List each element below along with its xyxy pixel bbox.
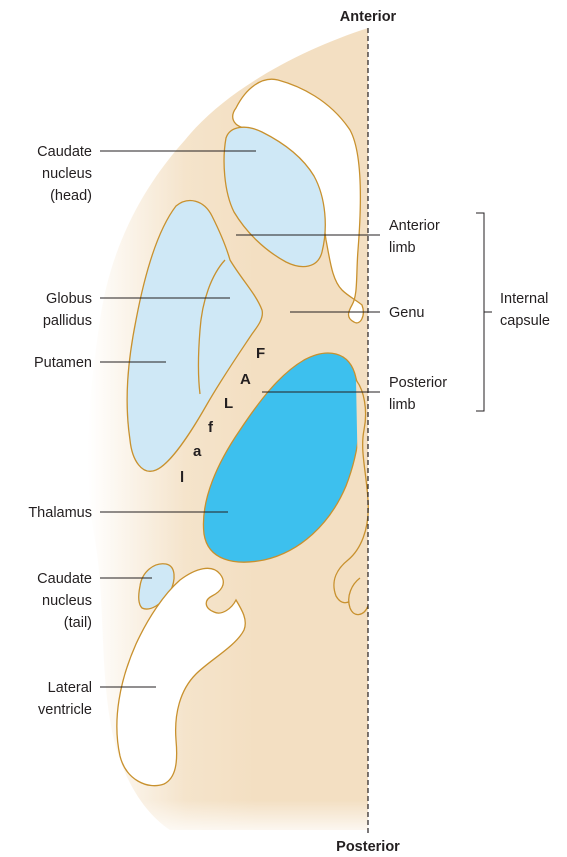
caudate-tail-label: Caudate nucleus (tail) <box>37 571 92 631</box>
svg-text:Posterior: Posterior <box>389 375 447 391</box>
fiber-letter-L: L <box>224 395 233 412</box>
fiber-letter-A: A <box>240 371 251 388</box>
globus-pallidus-label: Globus pallidus <box>43 291 92 329</box>
caudate-head-label: Caudate nucleus (head) <box>37 144 92 204</box>
anterior-limb-label: Anterior limb <box>389 218 440 256</box>
internal-capsule-label: Internal capsule <box>500 291 550 329</box>
svg-text:(tail): (tail) <box>64 615 92 631</box>
svg-text:ventricle: ventricle <box>38 702 92 718</box>
fiber-letter-a: a <box>193 443 202 460</box>
fiber-letter-F: F <box>256 345 265 362</box>
svg-text:nucleus: nucleus <box>42 166 92 182</box>
svg-text:Caudate: Caudate <box>37 144 92 160</box>
svg-text:pallidus: pallidus <box>43 313 92 329</box>
svg-text:Internal: Internal <box>500 291 548 307</box>
svg-text:Globus: Globus <box>46 291 92 307</box>
genu-label: Genu <box>389 305 424 321</box>
svg-text:Lateral: Lateral <box>48 680 92 696</box>
posterior-limb-label: Posterior limb <box>389 375 447 413</box>
svg-text:limb: limb <box>389 240 416 256</box>
svg-text:limb: limb <box>389 397 416 413</box>
svg-text:Anterior: Anterior <box>389 218 440 234</box>
svg-text:(head): (head) <box>50 188 92 204</box>
anterior-label: Anterior <box>340 9 397 25</box>
svg-text:Caudate: Caudate <box>37 571 92 587</box>
svg-text:capsule: capsule <box>500 313 550 329</box>
svg-text:nucleus: nucleus <box>42 593 92 609</box>
thalamus-label: Thalamus <box>28 505 92 521</box>
posterior-label: Posterior <box>336 839 400 855</box>
fiber-letter-l: l <box>180 469 184 486</box>
internal-capsule-bracket <box>476 213 492 411</box>
putamen-label: Putamen <box>34 355 92 371</box>
